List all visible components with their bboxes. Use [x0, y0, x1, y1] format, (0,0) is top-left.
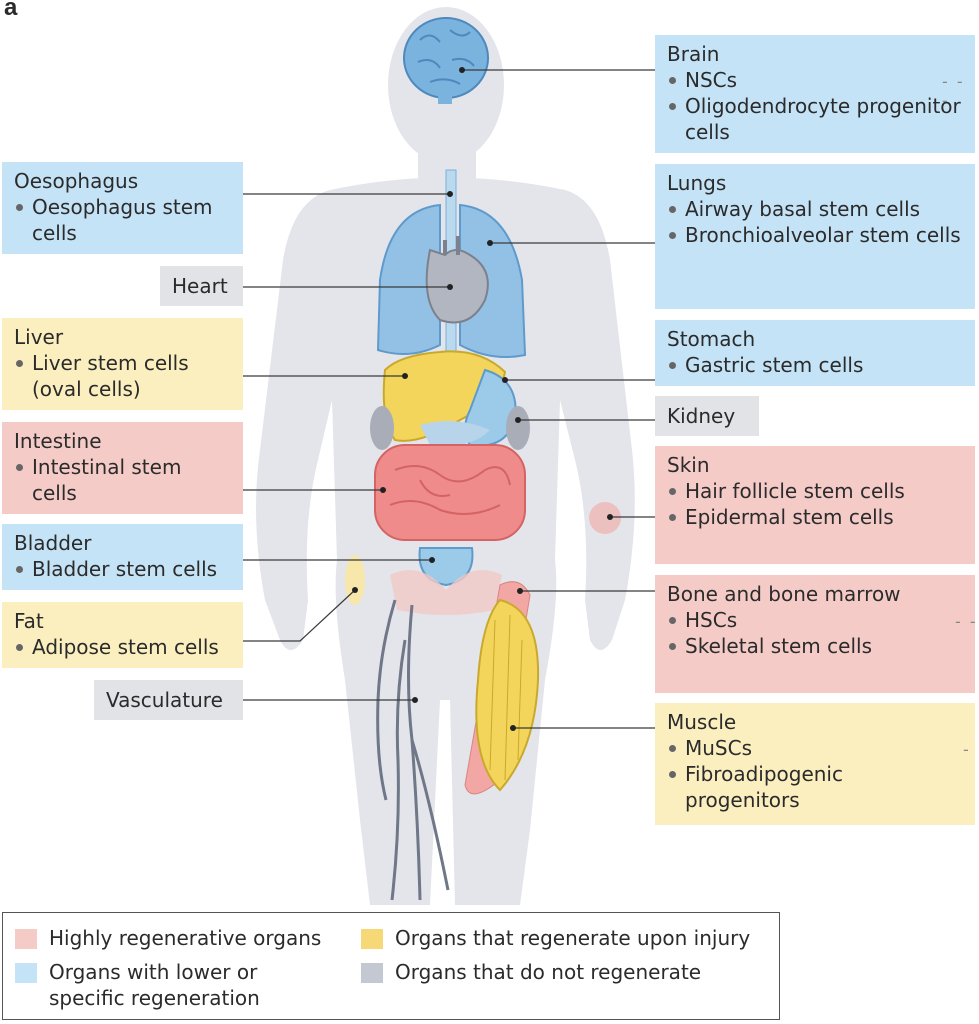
lungs-title: Lungs	[667, 171, 727, 195]
skin-illustration	[589, 502, 621, 534]
muscle-item: MuSCs	[667, 735, 963, 761]
brain-illustration	[403, 17, 489, 104]
intestine-item: Intestinal stem cells	[14, 454, 231, 506]
vasculature-tag: Vasculature	[94, 680, 243, 720]
skin-title: Skin	[667, 453, 710, 477]
legend-label: Organs that do not regenerate	[395, 960, 702, 984]
brain-title: Brain	[667, 42, 720, 66]
fat-illustration	[345, 555, 365, 605]
stomach-item: Gastric stem cells	[667, 352, 963, 378]
kidney-left-illustration	[370, 406, 394, 450]
brain-item: Oligodendrocyte progenitor cells	[667, 93, 963, 145]
oesophagus-title: Oesophagus	[14, 169, 139, 193]
leader-dots	[352, 67, 613, 731]
skin-box: Skin Hair follicle stem cells Epidermal …	[655, 446, 975, 564]
legend-label: specific regeneration	[49, 986, 260, 1010]
legend-label: Highly regenerative organs	[49, 926, 322, 950]
bladder-item: Bladder stem cells	[14, 556, 231, 582]
muscle-title: Muscle	[667, 710, 737, 734]
leader-lines	[242, 69, 655, 729]
pancreas-illustration	[420, 421, 490, 446]
legend-label: Organs with lower or	[49, 960, 258, 984]
legend-swatch-blue	[15, 963, 37, 983]
heart-illustration	[425, 236, 489, 324]
fat-box: Fat Adipose stem cells	[2, 602, 243, 668]
oesophagus-box: Oesophagus Oesophagus stem cells	[2, 162, 243, 254]
bone-box: Bone and bone marrow HSCs Skeletal stem …	[655, 575, 975, 693]
intestine-title: Intestine	[14, 429, 102, 453]
liver-box: Liver Liver stem cells (oval cells)	[2, 318, 243, 410]
stomach-title: Stomach	[667, 327, 756, 351]
heart-tag: Heart	[160, 266, 243, 306]
kidney-right-illustration	[506, 406, 530, 450]
legend-item-none: Organs that do not regenerate	[361, 959, 701, 985]
bone-item: Skeletal stem cells	[667, 633, 963, 659]
body-illustration	[242, 7, 655, 905]
liver-item: Liver stem cells (oval cells)	[14, 350, 231, 402]
brain-box: Brain NSCs Oligodendrocyte progenitor ce…	[655, 35, 975, 153]
dashed-connector: - - -	[942, 72, 965, 110]
lungs-item: Bronchioalveolar stem cells	[667, 222, 963, 248]
brain-item: NSCs	[667, 67, 963, 93]
panel-label: a	[4, 0, 18, 21]
legend: Highly regenerative organs Organs that r…	[2, 912, 780, 1020]
intestine-box: Intestine Intestinal stem cells	[2, 422, 243, 514]
intestine-illustration	[374, 444, 526, 541]
stomach-box: Stomach Gastric stem cells	[655, 320, 975, 386]
legend-item-injury: Organs that regenerate upon injury	[361, 925, 750, 951]
legend-swatch-yellow	[361, 929, 383, 949]
muscle-box: Muscle MuSCs Fibroadipogenic progenitors	[655, 703, 975, 825]
oesophagus-item: Oesophagus stem cells	[14, 194, 231, 246]
liver-title: Liver	[14, 325, 64, 349]
lungs-box: Lungs Airway basal stem cells Bronchioal…	[655, 164, 975, 309]
dashed-connector: - -	[955, 612, 978, 631]
bone-title: Bone and bone marrow	[667, 582, 901, 606]
legend-label: Organs that regenerate upon injury	[395, 926, 751, 950]
legend-swatch-gray	[361, 963, 383, 983]
legend-swatch-pink	[15, 929, 37, 949]
fat-item: Adipose stem cells	[14, 634, 231, 660]
bone-item: HSCs	[667, 607, 963, 633]
leg-illustration	[464, 581, 540, 795]
pelvis-illustration	[390, 570, 502, 615]
muscle-item: Fibroadipogenic progenitors	[667, 761, 963, 813]
dashed-connector: -	[963, 740, 971, 759]
bladder-title: Bladder	[14, 531, 92, 555]
lungs-item: Airway basal stem cells	[667, 196, 963, 222]
legend-item-highly: Highly regenerative organs	[15, 925, 321, 951]
bladder-box: Bladder Bladder stem cells	[2, 524, 243, 590]
kidney-tag: Kidney	[655, 396, 759, 436]
fat-title: Fat	[14, 609, 44, 633]
skin-item: Epidermal stem cells	[667, 504, 963, 530]
skin-item: Hair follicle stem cells	[667, 478, 963, 504]
